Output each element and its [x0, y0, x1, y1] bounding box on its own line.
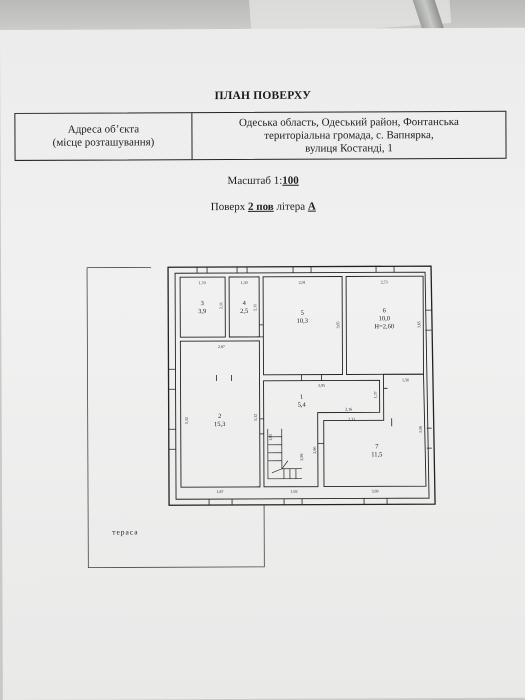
- room-5-outline: [262, 276, 343, 376]
- room-1-number: 1: [300, 394, 303, 401]
- room-6-number: 6: [383, 307, 387, 314]
- room-5-number: 5: [301, 310, 304, 317]
- room-5-area: 10,3: [297, 318, 308, 325]
- staircase: [267, 428, 302, 480]
- room-6-area: 10,0: [379, 315, 390, 322]
- dim-stair-right: 2,99: [299, 454, 305, 461]
- room-1-area: 5,4: [298, 402, 307, 409]
- dim-stair-left: 1,85: [268, 434, 274, 441]
- floor-plan-drawing: тераса 3 3,9 1,70 2,11 4 2,5 1,30 2,11 5…: [86, 265, 436, 569]
- dim-stair-bottom: 1,92: [291, 489, 298, 495]
- dim-r7-side: 3,56: [418, 426, 424, 433]
- dim-hall-low: 2,33: [348, 416, 355, 422]
- room-3-outline: [179, 276, 226, 338]
- dim-r4-side: 2,11: [252, 304, 258, 311]
- room-7-number: 7: [375, 443, 379, 450]
- room-2-outline: [179, 340, 261, 488]
- dim-r6-side: 3,65: [416, 321, 422, 328]
- room-3-number: 3: [201, 300, 204, 307]
- dim-r7-top: 1,56: [402, 377, 409, 383]
- dim-r3-top: 1,70: [199, 280, 206, 286]
- dim-stair-side: 2,90: [312, 447, 318, 454]
- dim-r7-bottom: 3,69: [372, 488, 379, 494]
- room-2-area: 15,3: [214, 421, 225, 428]
- room-4-area: 2,5: [240, 308, 248, 315]
- outer-wall: [167, 265, 436, 506]
- dim-r2-right: 5,32: [253, 414, 259, 421]
- room-7-outline: [323, 373, 427, 488]
- outer-wall-inner: [174, 271, 430, 500]
- dim-r3-side: 2,11: [218, 302, 224, 309]
- dim-r1-side: 1,37: [373, 391, 379, 398]
- room-1-outline: [263, 379, 381, 488]
- room-3-area: 3,9: [198, 308, 206, 315]
- dim-r5-side: 3,65: [335, 322, 341, 329]
- room-4-outline: [228, 276, 260, 338]
- terrace-label: тераса: [112, 527, 138, 536]
- dim-r2-side: 5,32: [184, 417, 190, 424]
- room-7-area: 11,5: [371, 451, 382, 458]
- room-4-number: 4: [243, 300, 247, 307]
- dim-r6-top: 2,73: [381, 279, 388, 285]
- dim-r2-top: 2,87: [218, 344, 225, 350]
- dim-r2-bottom: 1,87: [217, 489, 224, 495]
- room-2-number: 2: [218, 413, 221, 420]
- window-marks: [168, 266, 432, 506]
- dim-r5-top: 2,91: [299, 280, 306, 286]
- dim-hall-mid: 2,16: [345, 406, 352, 412]
- terrace-outline: [86, 266, 265, 569]
- room-6-height: H=2,60: [374, 323, 394, 330]
- dim-r1-bottom: 3,95: [318, 383, 325, 389]
- door-marks: [216, 324, 393, 445]
- document-page: ПЛАН ПОВЕРХУ Адреса об’єкта (місце розта…: [0, 27, 525, 700]
- dim-r4-top: 1,30: [241, 280, 248, 286]
